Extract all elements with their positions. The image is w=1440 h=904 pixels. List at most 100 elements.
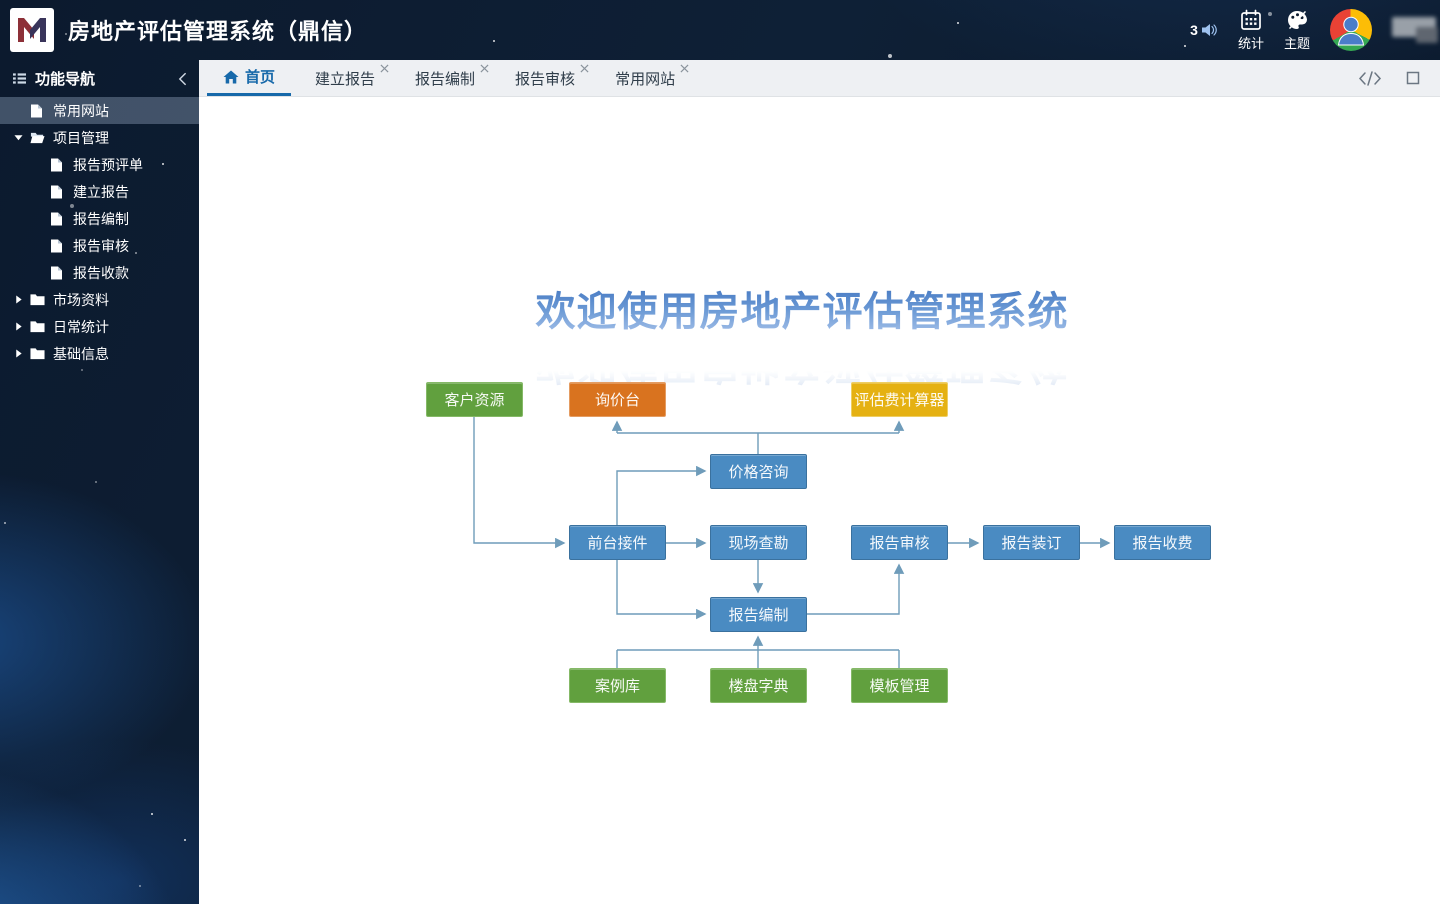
flow-node-case-library[interactable]: 案例库 (569, 668, 666, 703)
sidebar-item-create-report[interactable]: 建立报告 (0, 178, 199, 205)
notification-count: 3 (1190, 22, 1198, 38)
stats-button[interactable]: 统计 (1238, 9, 1264, 52)
flow-node-report-review[interactable]: 报告审核 (851, 525, 948, 560)
sidebar-item-project-mgmt[interactable]: 项目管理 (0, 124, 199, 151)
folder-closed-icon (30, 320, 45, 333)
sidebar-item-label: 基础信息 (53, 345, 109, 362)
sidebar-item-report-prep[interactable]: 报告编制 (0, 205, 199, 232)
flow-node-site-survey[interactable]: 现场查勘 (710, 525, 807, 560)
folder-open-icon (30, 131, 45, 144)
speaker-icon (1200, 22, 1218, 38)
welcome-title: 欢迎使用房地产评估管理系统 (536, 279, 1069, 337)
tab-bar: 首页 建立报告 报告编制 报告审核 常用网站 (199, 60, 1440, 97)
sidebar-header: 功能导航 (0, 60, 199, 97)
flow-edge (616, 465, 707, 525)
close-icon[interactable] (480, 64, 489, 73)
sidebar-item-label: 项目管理 (53, 129, 109, 146)
flow-node-label: 报告审核 (869, 535, 930, 552)
sidebar-item-market-data[interactable]: 市场资料 (0, 286, 199, 313)
sidebar: 功能导航 常用网站项目管理报告预评单建立报告报告编制报告审核报告收款市场资料日常… (0, 60, 199, 904)
home-content: 欢迎使用房地产评估管理系统 欢迎使用房地产评估管理系统 客户资源 询价台 评估费计算… (199, 97, 1440, 904)
calendar-icon (1240, 9, 1262, 31)
flow-node-label: 前台接件 (587, 535, 648, 552)
user-avatar[interactable] (1330, 9, 1372, 51)
user-name-redacted[interactable] (1392, 17, 1440, 43)
caret-right-icon (14, 349, 24, 358)
sidebar-item-report-pre[interactable]: 报告预评单 (0, 151, 199, 178)
sidebar-item-basic-info[interactable]: 基础信息 (0, 340, 199, 367)
app-title: 房地产评估管理系统（鼎信） (68, 19, 368, 44)
sidebar-item-label: 报告收款 (73, 264, 129, 281)
flow-node-price-consult[interactable]: 价格咨询 (710, 454, 807, 489)
palette-icon (1286, 9, 1308, 31)
sidebar-item-report-review[interactable]: 报告审核 (0, 232, 199, 259)
sidebar-item-label: 日常统计 (53, 318, 109, 335)
close-icon[interactable] (380, 64, 389, 73)
flow-node-label: 模板管理 (869, 678, 930, 695)
tab-common-sites[interactable]: 常用网站 (599, 60, 691, 96)
sidebar-item-report-collect[interactable]: 报告收款 (0, 259, 199, 286)
sidebar-item-label: 常用网站 (53, 102, 109, 119)
list-icon (12, 72, 27, 85)
avatar-person-icon (1337, 16, 1365, 46)
tab-report-prep[interactable]: 报告编制 (399, 60, 491, 96)
flow-node-building-dict[interactable]: 楼盘字典 (710, 668, 807, 703)
tab-report-review[interactable]: 报告审核 (499, 60, 591, 96)
notification-indicator[interactable]: 3 (1190, 22, 1218, 38)
sidebar-item-label: 报告编制 (73, 210, 129, 227)
caret-down-icon (14, 133, 24, 142)
sidebar-item-label: 市场资料 (53, 291, 109, 308)
flow-node-report-fee[interactable]: 报告收费 (1114, 525, 1211, 560)
flowchart-connectors (473, 417, 1111, 668)
sidebar-item-label: 报告审核 (73, 237, 129, 254)
flow-edge (807, 563, 905, 615)
close-icon[interactable] (680, 64, 689, 73)
maximize-icon[interactable] (1406, 71, 1420, 85)
theme-label: 主题 (1283, 35, 1310, 51)
flow-node-fee-calculator[interactable]: 评估费计算器 (851, 382, 948, 417)
flow-node-report-binding[interactable]: 报告装订 (983, 525, 1080, 560)
caret-right-icon (14, 295, 24, 304)
flow-node-template-mgmt[interactable]: 模板管理 (851, 668, 948, 703)
main-panel: 首页建立报告报告编制报告审核常用网站 欢迎使用房地产评估管理系统 欢迎使用房地产… (199, 60, 1440, 904)
tab-label: 建立报告 (315, 70, 376, 88)
welcome-banner: 欢迎使用房地产评估管理系统 欢迎使用房地产评估管理系统 (536, 279, 1069, 397)
sidebar-item-label: 建立报告 (73, 183, 129, 200)
tab-label: 报告审核 (515, 70, 576, 88)
flow-node-customer[interactable]: 客户资源 (426, 382, 523, 417)
app-logo (10, 8, 54, 52)
sidebar-title: 功能导航 (35, 71, 96, 88)
flow-node-label: 案例库 (594, 678, 640, 695)
sidebar-item-label: 报告预评单 (73, 156, 143, 173)
close-icon[interactable] (580, 64, 589, 73)
flow-node-inquiry-desk[interactable]: 询价台 (569, 382, 666, 417)
flow-node-label: 报告装订 (1001, 535, 1062, 552)
file-icon (50, 185, 65, 199)
flow-node-label: 报告收费 (1132, 535, 1193, 552)
caret-right-icon (14, 322, 24, 331)
theme-button[interactable]: 主题 (1284, 9, 1310, 52)
file-icon (50, 239, 65, 253)
flow-node-label: 询价台 (594, 392, 640, 409)
stats-label: 统计 (1237, 35, 1264, 51)
sidebar-item-daily-stats[interactable]: 日常统计 (0, 313, 199, 340)
chevron-left-icon[interactable] (178, 72, 187, 86)
tab-label: 报告编制 (415, 70, 476, 88)
tab-label: 首页 (245, 69, 276, 86)
folder-closed-icon (30, 347, 45, 360)
file-icon (30, 104, 45, 118)
app-header: 房地产评估管理系统（鼎信） 3 统计 主题 (0, 0, 1440, 60)
sidebar-item-common-sites[interactable]: 常用网站 (0, 97, 199, 124)
flow-node-front-desk[interactable]: 前台接件 (569, 525, 666, 560)
flow-node-label: 楼盘字典 (728, 678, 789, 695)
home-icon (223, 70, 239, 84)
flow-node-label: 价格咨询 (728, 464, 789, 481)
code-icon[interactable] (1358, 70, 1382, 86)
tab-create-report[interactable]: 建立报告 (299, 60, 391, 96)
tab-label: 常用网站 (615, 70, 676, 88)
flow-node-label: 报告编制 (728, 607, 789, 624)
folder-closed-icon (30, 293, 45, 306)
flow-node-report-prep[interactable]: 报告编制 (710, 597, 807, 632)
tab-home[interactable]: 首页 (207, 60, 292, 96)
sidebar-menu: 常用网站项目管理报告预评单建立报告报告编制报告审核报告收款市场资料日常统计基础信… (0, 97, 199, 367)
